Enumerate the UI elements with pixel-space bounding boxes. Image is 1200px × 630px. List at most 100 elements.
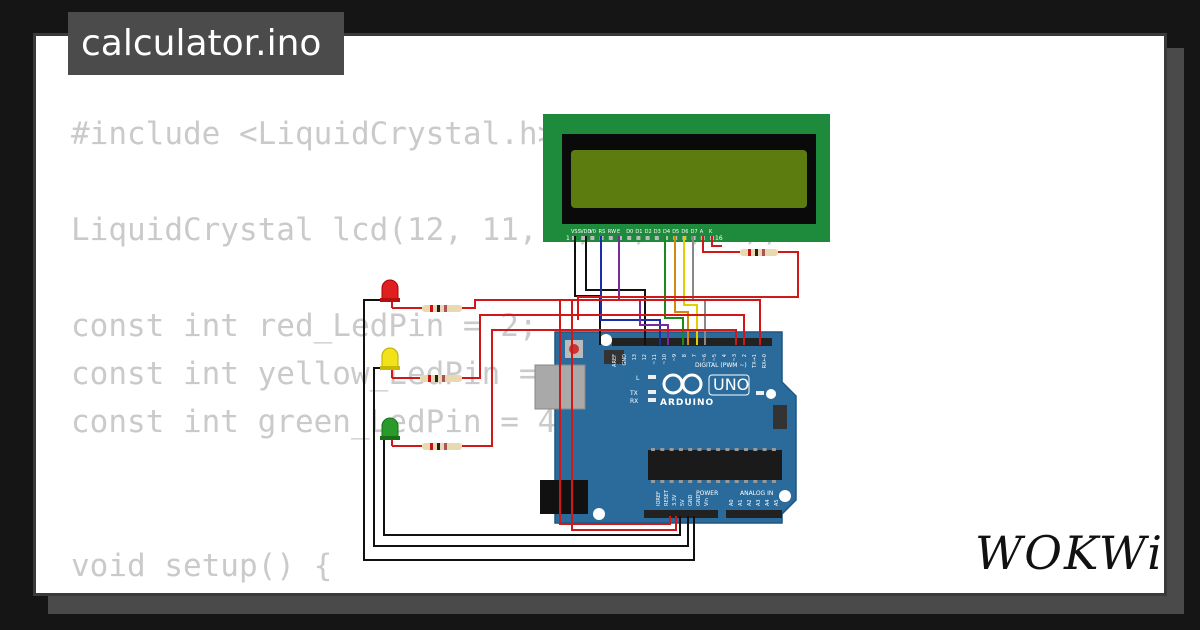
header-pin-label: 4	[722, 354, 728, 357]
led-yellow[interactable]	[380, 347, 400, 370]
chip-pin	[762, 448, 767, 451]
wokwi-logo: WOKWi	[975, 526, 1164, 580]
header-pin-label: 8	[682, 354, 688, 357]
analog-pin-label: A5	[774, 499, 780, 506]
lcd-pin[interactable]	[636, 236, 641, 240]
chip-pin	[669, 448, 674, 451]
arduino-uno-board[interactable]: UNO ARDUINO DIGITAL (PWM ~) POWER ANALOG…	[534, 331, 797, 524]
arduino-logo-icon	[662, 373, 703, 395]
led-red[interactable]	[380, 279, 400, 302]
board-brand: ARDUINO	[660, 398, 714, 408]
lcd-pin-label: VDD	[580, 229, 591, 235]
chip-pin	[660, 480, 665, 483]
analog-pin-label: A3	[756, 499, 762, 506]
header-pin-label: AREF	[612, 354, 618, 367]
analog-pin-label: A0	[729, 499, 735, 506]
chip-pin	[688, 448, 693, 451]
lcd-pin-label: D4	[663, 229, 670, 235]
lcd-pin-label: D2	[645, 229, 652, 235]
chip-pin	[753, 448, 758, 451]
header-pin-label: 13	[632, 354, 638, 360]
chip-pin	[651, 448, 655, 451]
analog-pin-label: A4	[765, 499, 771, 506]
file-title: calculator.ino	[68, 12, 344, 75]
power-pin-label: GND	[688, 494, 694, 506]
code-line: void setup() {	[71, 548, 333, 584]
header-pin-label: ~6	[702, 354, 708, 361]
chip-pin	[660, 448, 665, 451]
lcd-pin-end: 16	[715, 235, 723, 242]
chip-pin	[688, 480, 693, 483]
lcd-pin[interactable]	[645, 236, 650, 240]
lcd-pin-label: D3	[654, 229, 661, 235]
header-pin-label: 12	[642, 354, 648, 360]
power-jack	[540, 480, 588, 514]
header-pin-label: TX→1	[752, 354, 758, 369]
header-pin-label: 2	[742, 354, 748, 357]
power-label: POWER	[696, 490, 718, 497]
analog-pin-label: A1	[738, 499, 744, 506]
chip-pin	[725, 448, 730, 451]
chip-pin	[762, 480, 767, 483]
chip-pin	[716, 448, 721, 451]
atmega-chip	[648, 450, 782, 480]
chip-pin	[669, 480, 674, 483]
resistor-yellow-led	[420, 375, 462, 382]
chip-pin	[753, 480, 758, 483]
lcd-pin-label: RS	[599, 229, 606, 235]
lcd-pin[interactable]	[627, 236, 632, 240]
lcd-pin[interactable]	[608, 236, 613, 240]
lcd-pin[interactable]	[581, 236, 586, 240]
digital-label: DIGITAL (PWM ~)	[695, 362, 747, 369]
resistor-green-led	[422, 443, 462, 450]
header-pin-label: ~3	[732, 354, 738, 361]
power-header	[644, 510, 718, 518]
lcd-pin-label: D5	[672, 229, 679, 235]
lcd-pin-label: V0	[589, 229, 596, 235]
lcd-pin[interactable]	[654, 236, 659, 240]
led-on-label: ON	[767, 391, 776, 398]
chip-pin	[697, 480, 702, 483]
chip-pin	[706, 448, 711, 451]
analog-pin-label: A2	[747, 499, 753, 506]
lcd-pin-label: D7	[691, 229, 698, 235]
header-pin-label: 7	[692, 354, 698, 357]
led-green[interactable]	[380, 417, 400, 440]
lcd-pin-label: D1	[635, 229, 642, 235]
header-pin-label: ~5	[712, 354, 718, 361]
lcd-pin-label: A	[700, 229, 704, 235]
power-pin-label: IOREF	[656, 491, 662, 506]
power-pin-label: RESET	[664, 489, 670, 506]
lcd-screen	[571, 150, 807, 208]
chip-pin	[678, 448, 683, 451]
code-line: const int red_LedPin = 2;	[71, 308, 538, 344]
resistor-lcd	[740, 249, 778, 256]
header-pin-label: ~11	[652, 354, 658, 365]
chip-pin	[744, 480, 748, 483]
lcd-pin-label: D6	[681, 229, 688, 235]
led-l-label: L	[636, 375, 640, 382]
chip-pin	[734, 480, 739, 483]
chip-pin	[725, 480, 730, 483]
lcd-pin-label: E	[617, 229, 620, 235]
wires	[363, 236, 799, 561]
code-line: #include <LiquidCrystal.h>	[71, 116, 557, 152]
lcd-pin[interactable]	[590, 236, 595, 240]
chip-pin	[734, 448, 739, 451]
power-pin-label: 3.3V	[672, 494, 678, 506]
analog-label: ANALOG IN	[740, 490, 773, 497]
chip-pin	[651, 480, 655, 483]
lcd-pin-label: D0	[626, 229, 633, 235]
led-rx-label: RX	[630, 398, 638, 405]
power-pin-label: Vin	[704, 498, 710, 506]
chip-pin	[706, 480, 711, 483]
chip-pin	[771, 480, 776, 483]
power-pin-label: GND	[696, 494, 702, 506]
lcd-pin-start: 1	[566, 235, 570, 242]
header-pin-label: ~10	[662, 354, 668, 365]
lcd-pin-label: VSS	[571, 229, 581, 235]
lcd-pin-label: RW	[608, 229, 616, 235]
analog-header	[726, 510, 782, 518]
chip-pin	[678, 480, 683, 483]
